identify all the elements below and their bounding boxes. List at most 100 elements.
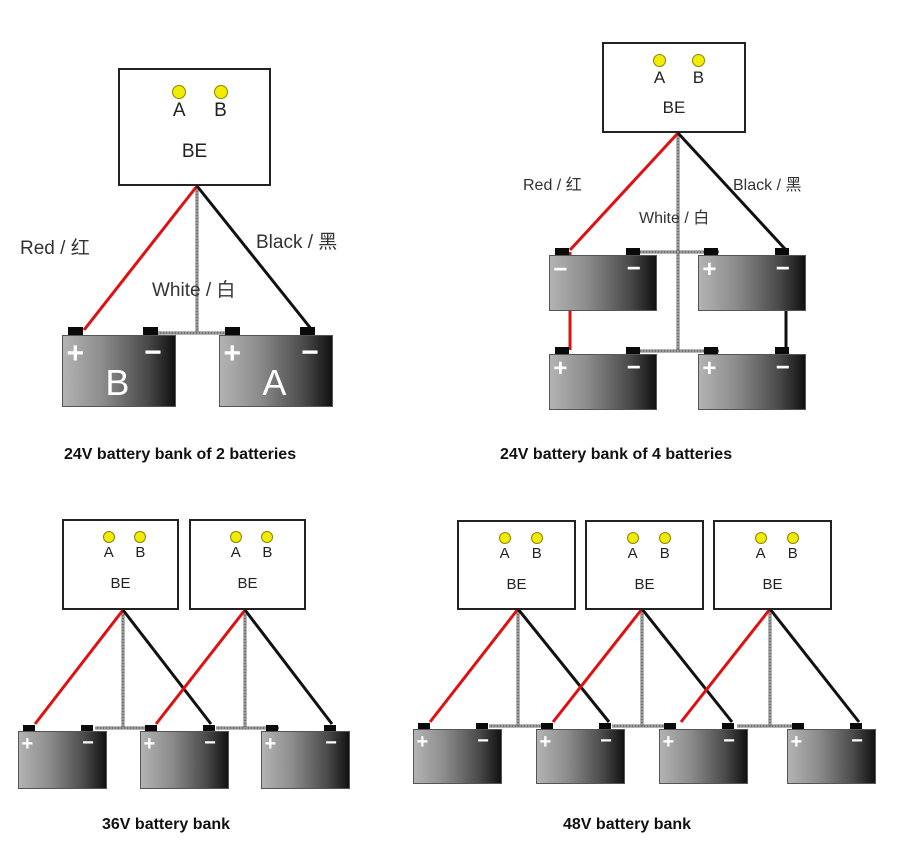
minus-sign: − [204,732,216,755]
battery-letter: B [105,362,130,404]
negative-terminal [143,327,159,335]
red-wire [568,131,680,252]
negative-terminal [324,725,337,731]
positive-terminal [703,248,718,255]
black-wire [676,131,788,252]
positive-terminal [540,723,553,729]
red-wire-label: Red / 红 [523,177,582,194]
white-wire-label: White / 白 [639,210,710,227]
be-label: BE [181,141,208,163]
minus-sign: − [723,730,735,753]
battery [787,729,876,784]
minus-sign: − [301,335,319,369]
red-wire [154,609,247,725]
plus-sign: + [223,337,242,371]
be-label: BE [237,575,258,593]
negative-terminal [626,248,641,255]
led-a-label: A [103,544,114,562]
positive-terminal [791,723,804,729]
black-wire [121,609,213,725]
led-b-label: B [214,100,227,121]
led-b-label: B [787,545,798,563]
minus-sign: − [144,335,162,369]
minus-sign: − [325,732,337,755]
caption-36v: 36V battery bank [102,816,231,833]
positive-terminal [22,725,35,731]
red-wire [428,608,520,723]
be-label: BE [762,575,783,593]
plus-sign: + [702,355,717,383]
be-controller-box [585,520,704,610]
plus-sign: + [416,731,429,754]
caption-24v-4-batteries: 24V battery bank of 4 batteries [500,446,733,463]
minus-sign: − [775,354,790,382]
positive-terminal [554,347,569,354]
minus-sign: − [775,255,790,283]
plus-sign: + [553,355,568,383]
battery [549,354,657,410]
black-wire [640,608,734,723]
led-a-indicator [653,53,667,67]
negative-terminal [476,723,489,729]
led-a-label: A [755,545,766,563]
positive-terminal [265,725,278,731]
red-wire [33,609,125,725]
led-a-label: A [499,545,510,563]
black-wire-label: Black / 黑 [733,177,802,194]
battery [18,731,107,789]
be-label: BE [110,575,131,593]
led-a-indicator [626,532,639,544]
plus-sign: + [702,256,717,284]
minus-sign: − [600,730,612,753]
led-b-indicator [530,532,543,544]
plus-sign: + [264,733,277,756]
plus-sign: + [143,733,156,756]
black-wire [195,185,314,331]
negative-terminal [81,725,94,731]
positive-terminal [225,327,241,335]
plus-sign: + [539,731,552,754]
positive-terminal [68,327,84,335]
minus-sign: − [477,730,489,753]
led-a-indicator [754,532,767,544]
positive-terminal [144,725,157,731]
black-wire [516,608,611,723]
led-b-indicator [691,53,705,67]
led-b-indicator [134,531,147,544]
caption-24v-2-batteries: 24V battery bank of 2 batteries [64,446,297,463]
positive-terminal [703,347,718,354]
led-b-indicator [261,531,274,544]
be-controller-box [62,519,179,610]
led-a-indicator [229,531,242,544]
plus-sign: + [662,731,675,754]
be-label: BE [662,98,686,118]
be-controller-box [457,520,576,610]
battery [659,729,748,784]
battery [413,729,502,784]
led-b-label: B [262,544,273,562]
be-controller-box [602,42,746,133]
plus-sign: − [553,256,568,284]
be-controller-box [713,520,832,610]
battery [698,255,806,311]
led-a-label: A [653,68,666,87]
negative-terminal [599,723,612,729]
led-a-indicator [102,531,115,544]
minus-sign: − [626,255,641,283]
red-wire [551,608,644,723]
be-label: BE [634,575,655,593]
negative-terminal [850,723,863,729]
led-a-label: A [172,100,186,121]
white-wire-label: White / 白 [152,280,236,301]
plus-sign: + [66,337,85,371]
led-b-label: B [531,545,542,563]
battery-letter: A [262,362,287,404]
led-b-indicator [786,532,799,544]
led-b-label: B [692,68,705,87]
led-b-label: B [135,544,146,562]
battery [219,335,333,407]
battery [549,255,657,311]
negative-terminal [775,248,790,255]
battery [698,354,806,410]
led-b-indicator [213,84,228,99]
